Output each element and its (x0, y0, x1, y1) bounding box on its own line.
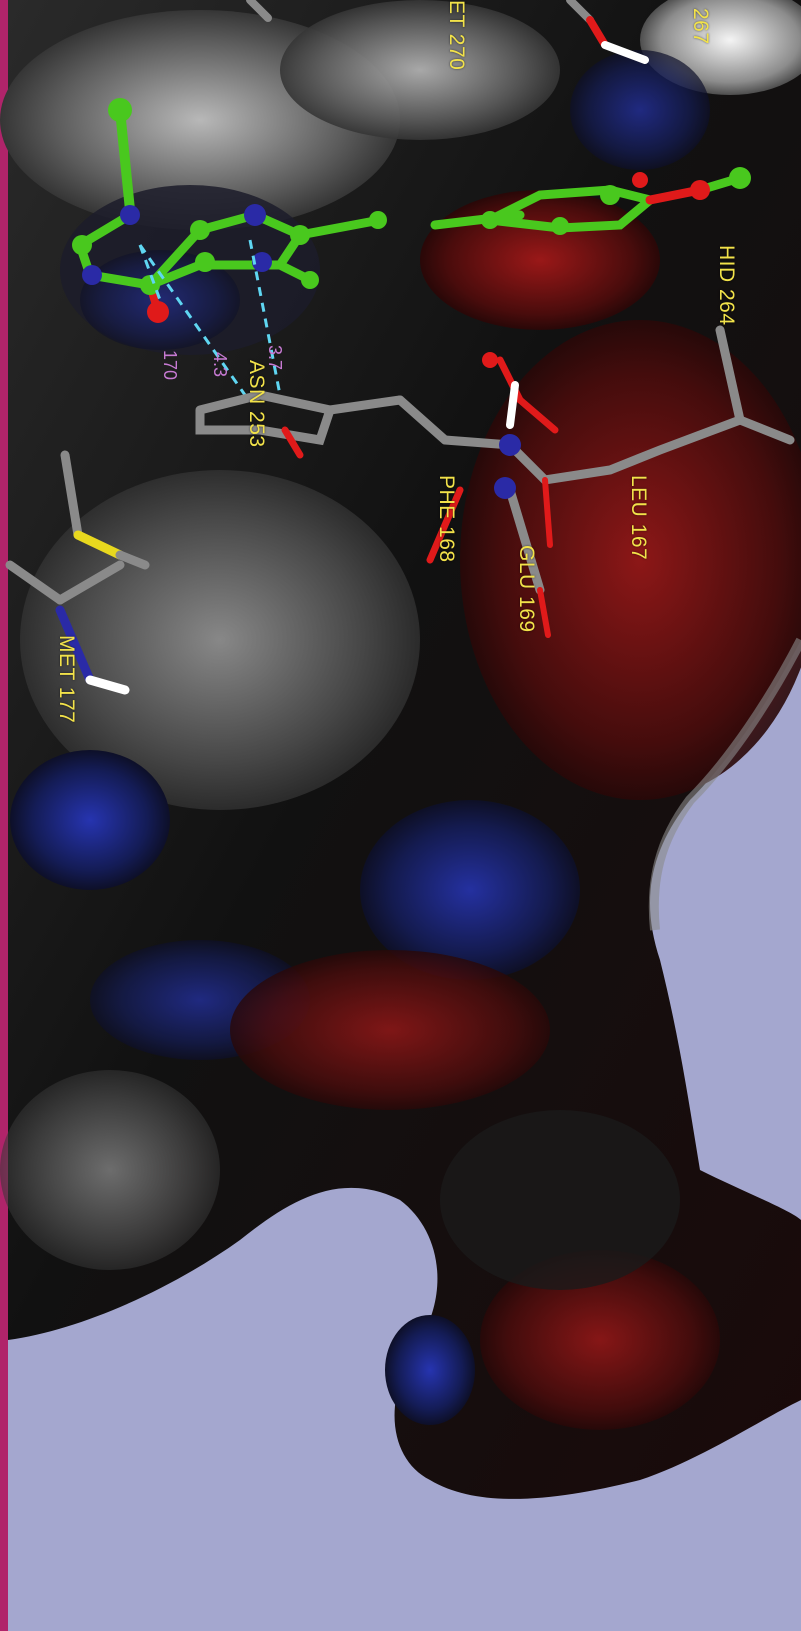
surface-blue-top-right (570, 50, 710, 170)
surface-red-right (460, 320, 801, 800)
ligand-right-chain (430, 167, 751, 235)
ligand-atoms-left (72, 98, 387, 323)
label-res-met270: ET 270 (445, 0, 468, 71)
surface-red-lower (230, 950, 550, 1110)
label-distance-2: 4.3 (210, 352, 230, 378)
label-res-hid264: HID 264 (715, 245, 738, 326)
residue-sticks (5, 0, 795, 695)
label-res-asn253: ASN 253 (245, 360, 268, 448)
surface-lobe-top-mid (280, 0, 560, 140)
label-res-phe168: PHE 168 (435, 475, 458, 563)
residue-n-atoms (482, 352, 521, 499)
label-distance-3: 3.7 (265, 345, 285, 371)
label-distance-1: 170 (160, 350, 180, 381)
surface-blue-cavity (80, 250, 240, 350)
surface-red-bottom (480, 1250, 720, 1430)
surface-dark-lower (440, 1110, 680, 1290)
left-edge-strip (0, 0, 8, 1631)
surface-blue-center (360, 800, 580, 980)
hbond-lines (138, 239, 282, 396)
label-res-leu167: LEU 167 (627, 475, 650, 561)
label-res-267: 267 (689, 8, 712, 45)
surface-grey-lower-left (0, 1070, 220, 1270)
surface-rim-right (648, 637, 801, 931)
surface-blue-left (10, 750, 170, 890)
surface-blue-bottom-tip (385, 1315, 475, 1425)
label-res-met177: MET 177 (55, 635, 78, 724)
surface-red-pocket-upper (420, 190, 660, 330)
label-res-glu169: GLU 169 (515, 545, 538, 633)
